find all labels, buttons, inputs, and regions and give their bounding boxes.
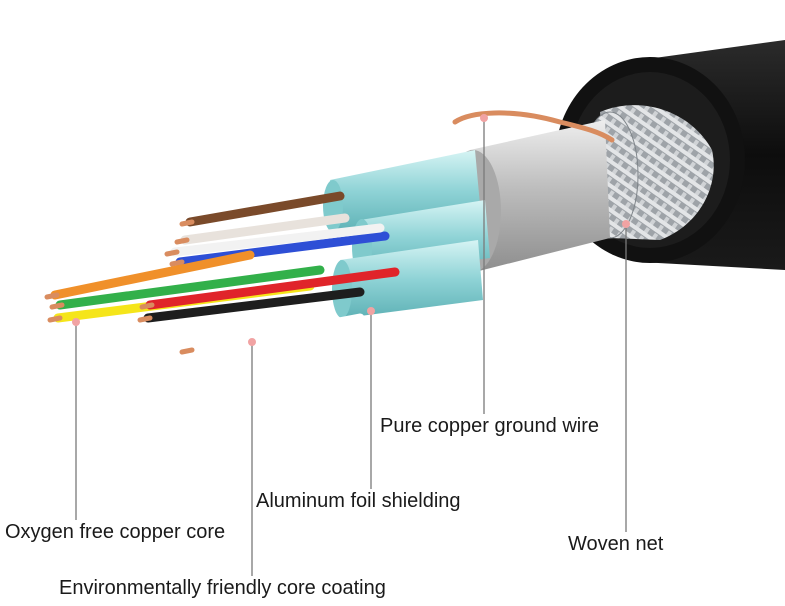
dot-woven bbox=[622, 220, 630, 228]
twisted-pair-wires bbox=[44, 191, 400, 355]
copper-tip-orange bbox=[44, 292, 60, 300]
copper-tip-red bbox=[139, 302, 155, 310]
copper-tip-blue bbox=[169, 259, 185, 267]
copper-tip-white-brown bbox=[174, 237, 190, 245]
wire-white-green bbox=[185, 313, 365, 355]
dot-oxygen bbox=[72, 318, 80, 326]
copper-tip-yellow bbox=[47, 315, 63, 323]
label-woven-net: Woven net bbox=[568, 533, 664, 555]
wire-black bbox=[143, 287, 365, 323]
copper-tip-brown bbox=[179, 219, 195, 227]
ground-wire bbox=[452, 110, 615, 143]
wire-green bbox=[55, 265, 325, 310]
wire-white-blue bbox=[170, 223, 385, 257]
wire-brown bbox=[185, 191, 345, 227]
copper-tip-black bbox=[137, 315, 153, 323]
wire-blue bbox=[175, 231, 390, 267]
label-eco-core-coating: Environmentally friendly core coating bbox=[59, 577, 386, 599]
copper-tip-white-green bbox=[179, 347, 195, 355]
copper-tip-white-blue bbox=[164, 249, 180, 257]
wire-red bbox=[145, 267, 400, 310]
dot-foil bbox=[367, 307, 375, 315]
leader-dots bbox=[72, 114, 630, 346]
wire-orange bbox=[50, 250, 255, 300]
leader-lines bbox=[75, 118, 627, 576]
dot-copper bbox=[480, 114, 488, 122]
label-oxygen-free-copper-core: Oxygen free copper core bbox=[5, 521, 226, 543]
dot-env bbox=[248, 338, 256, 346]
copper-tip-green bbox=[49, 302, 65, 310]
label-pure-copper-ground-wire: Pure copper ground wire bbox=[380, 415, 600, 437]
wire-white-brown bbox=[180, 213, 350, 245]
label-aluminum-foil-shielding: Aluminum foil shielding bbox=[256, 490, 461, 512]
